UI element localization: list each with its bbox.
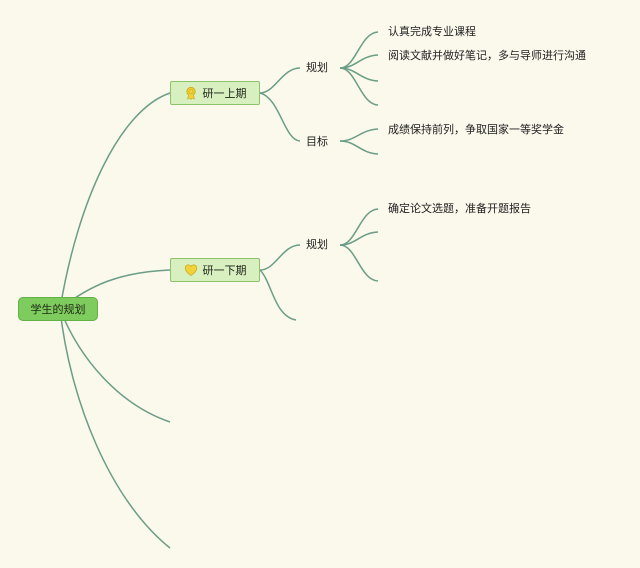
connector-plan-1-leaf-1 [339, 31, 379, 69]
connector-branch-2-to-empty [259, 269, 297, 321]
leaf-scholarship-goal[interactable]: 成绩保持前列，争取国家一等奖学金 [388, 123, 564, 137]
leaf-label: 成绩保持前列，争取国家一等奖学金 [388, 123, 564, 136]
connector-branch-1-to-goal [259, 92, 301, 142]
connector-plan-2-leaf-2 [339, 231, 379, 246]
branch-node-first-semester[interactable]: 研一上期 [170, 81, 260, 105]
connector-plan-1-leaf-4 [339, 67, 379, 106]
root-node-label: 学生的规划 [30, 303, 86, 316]
connector-root-to-branch-1 [59, 92, 171, 310]
leaf-label: 认真完成专业课程 [388, 25, 476, 38]
subtopic-plan-1[interactable]: 规划 [306, 61, 328, 75]
branch-node-label: 研一上期 [202, 87, 247, 100]
connector-plan-2-leaf-3 [339, 244, 379, 282]
medal-icon [184, 86, 198, 100]
subtopic-plan-2[interactable]: 规划 [306, 238, 328, 252]
connector-branch-1-to-plan [259, 67, 301, 94]
branch-node-label: 研一下期 [202, 264, 247, 277]
subtopic-label: 目标 [306, 135, 328, 148]
connector-goal-leaf-2 [339, 140, 379, 155]
connector-branch-2-to-plan [259, 244, 301, 271]
heart-icon [184, 263, 198, 277]
connector-root-to-branch-4 [59, 308, 171, 549]
subtopic-label: 规划 [306, 238, 328, 251]
branch-node-second-semester[interactable]: 研一下期 [170, 258, 260, 282]
subtopic-goal-1[interactable]: 目标 [306, 135, 328, 149]
leaf-literature-notes[interactable]: 阅读文献并做好笔记，多与导师进行沟通 [388, 49, 586, 63]
leaf-thesis-topic[interactable]: 确定论文选题，准备开题报告 [388, 202, 531, 216]
leaf-label: 确定论文选题，准备开题报告 [388, 202, 531, 215]
subtopic-label: 规划 [306, 61, 328, 74]
root-node[interactable]: 学生的规划 [18, 297, 98, 321]
leaf-course-study[interactable]: 认真完成专业课程 [388, 25, 476, 39]
leaf-label: 阅读文献并做好笔记，多与导师进行沟通 [388, 49, 586, 62]
connector-plan-2-leaf-1 [339, 208, 379, 246]
connector-goal-leaf-1 [339, 128, 379, 142]
connector-root-to-branch-3 [59, 308, 171, 423]
